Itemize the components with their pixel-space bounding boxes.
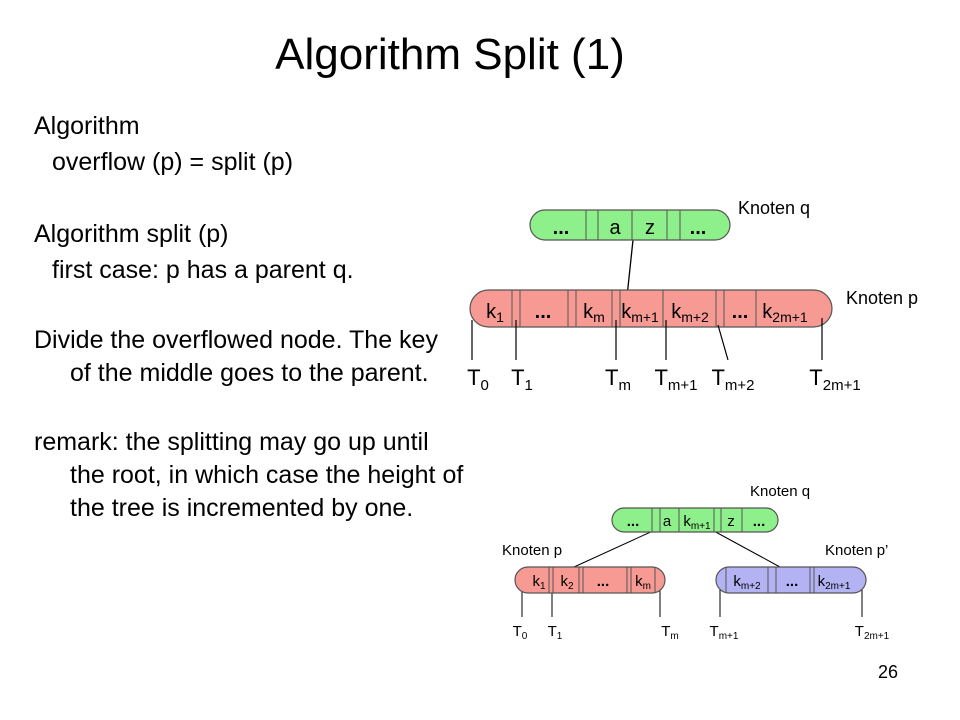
q-key-1: a (609, 217, 621, 239)
node-q-top: ... a z... (529, 209, 731, 241)
p-key-2: km (583, 301, 605, 325)
bottom-diagram: ... a km+1 z... k1 k2... km km+2... k2m+1 T0 T1… (502, 483, 890, 642)
p-prime-key-bottom-2: k2m+1 (818, 573, 851, 592)
slide-body: Algorithm overflow (p) = split (p) Algor… (34, 108, 464, 525)
node-p-prime-bottom: km+2... k2m+1 (715, 566, 867, 594)
q-key-2: z (645, 217, 655, 239)
p-key-bottom-2: ... (597, 573, 610, 590)
p-key-6: k2m+1 (762, 301, 808, 325)
knoten-p-prime-label-bottom: Knoten p’ (825, 542, 888, 559)
knoten-q-label-bottom: Knoten q (750, 483, 810, 500)
split-edge-0 (573, 529, 656, 568)
subtree-3: Tm+1 (654, 365, 697, 394)
subtree-1: T1 (511, 365, 533, 394)
knoten-p-label-top: Knoten p (846, 288, 918, 308)
node-p-prime-box-bottom (715, 566, 867, 594)
p-key-1: ... (535, 301, 552, 323)
text-algorithm: Algorithm (34, 112, 140, 140)
p-prime-key-bottom-0: km+2 (733, 573, 761, 592)
subtree-bottom-4: T2m+1 (855, 623, 890, 642)
text-divide: Divide the overflowed node. The key of t… (34, 326, 438, 387)
p-key-5: ... (732, 301, 749, 323)
p-key-bottom-0: k1 (532, 573, 546, 592)
slide-title: Algorithm Split (1) (275, 30, 625, 79)
node-q-bottom: ... a km+1 z... (611, 507, 779, 533)
text-first-case: first case: p has a parent q. (52, 256, 354, 284)
node-p-bottom: k1 k2... km (514, 566, 666, 594)
bottom-subtrees: T0 T1 Tm Tm+1 T2m+1 (513, 623, 890, 642)
q-key-bottom-1: a (663, 513, 672, 530)
text-remark: remark: the splitting may go up until th… (34, 428, 464, 522)
node-p-box (469, 289, 833, 328)
q-key-3: ... (690, 217, 707, 239)
subtree-bottom-0: T0 (513, 623, 528, 642)
q-key-bottom-3: z (727, 513, 735, 530)
slide-number: 26 (877, 662, 898, 682)
subtree-bottom-3: Tm+1 (710, 623, 739, 642)
knoten-p-label-bottom: Knoten p (502, 542, 562, 559)
split-edge-1 (711, 529, 781, 568)
subtree-0: T0 (467, 365, 489, 394)
subtree-bottom-1: T1 (548, 623, 563, 642)
subtree-5: T2m+1 (809, 365, 860, 394)
top-subtrees: T0 T1 Tm Tm+1 Tm+2 T2m+1 (467, 365, 861, 394)
p-key-3: km+1 (621, 301, 659, 325)
text-algorithm-split: Algorithm split (p) (34, 220, 229, 248)
subtree-2: Tm (605, 365, 631, 394)
p-key-bottom-1: k2 (560, 573, 574, 592)
child-edge-4 (717, 324, 729, 361)
subtree-4: Tm+2 (711, 365, 754, 394)
text-overflow: overflow (p) = split (p) (52, 148, 294, 176)
q-key-bottom-0: ... (627, 513, 640, 530)
p-prime-key-bottom-1: ... (786, 573, 799, 590)
subtree-bottom-2: Tm (661, 623, 679, 642)
node-q-box-bottom (611, 507, 779, 533)
node-p-top: k1... km km+1 km+2... k2m+1 (469, 289, 833, 328)
q-key-0: ... (553, 217, 570, 239)
p-key-bottom-3: km (635, 573, 651, 592)
p-key-4: km+2 (671, 301, 709, 325)
p-key-0: k1 (486, 301, 504, 325)
q-key-bottom-4: ... (753, 513, 766, 530)
knoten-q-label-top: Knoten q (738, 198, 810, 218)
top-child-edges (471, 318, 823, 361)
q-key-bottom-2: km+1 (683, 513, 711, 532)
